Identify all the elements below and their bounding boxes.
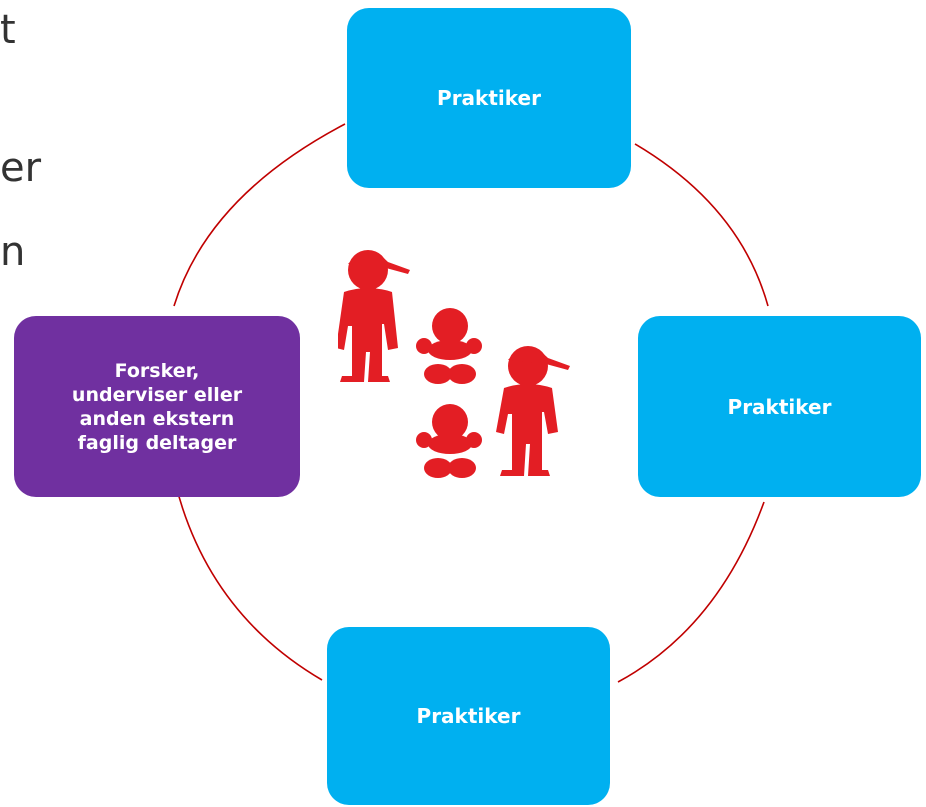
ring-arc-top-left <box>173 123 346 307</box>
ring-arc-top-right <box>634 143 769 307</box>
child-icon <box>416 308 482 384</box>
person-with-cap-icon <box>496 346 570 476</box>
clipped-text-fragment-2: er <box>0 145 42 191</box>
child-icon <box>416 404 482 478</box>
practitioner-box-bottom: Praktiker <box>327 627 610 805</box>
external-participant-box: Forsker, underviser eller anden ekstern … <box>14 316 300 497</box>
people-illustration <box>338 250 570 478</box>
practitioner-label-top: Praktiker <box>437 86 541 110</box>
external-participant-label: Forsker, underviser eller anden ekstern … <box>71 359 243 454</box>
practitioner-label-bottom: Praktiker <box>416 704 521 728</box>
clipped-text-fragment-3: n <box>0 229 26 275</box>
ring-arc-bottom-left <box>173 477 323 681</box>
practitioner-box-top: Praktiker <box>347 8 631 188</box>
clipped-text-fragment-1: t <box>0 7 16 53</box>
practitioner-label-right: Praktiker <box>727 394 832 419</box>
ring-arc-bottom-right <box>617 501 765 683</box>
practitioner-box-right: Praktiker <box>638 316 921 497</box>
person-with-cap-icon <box>338 250 410 382</box>
